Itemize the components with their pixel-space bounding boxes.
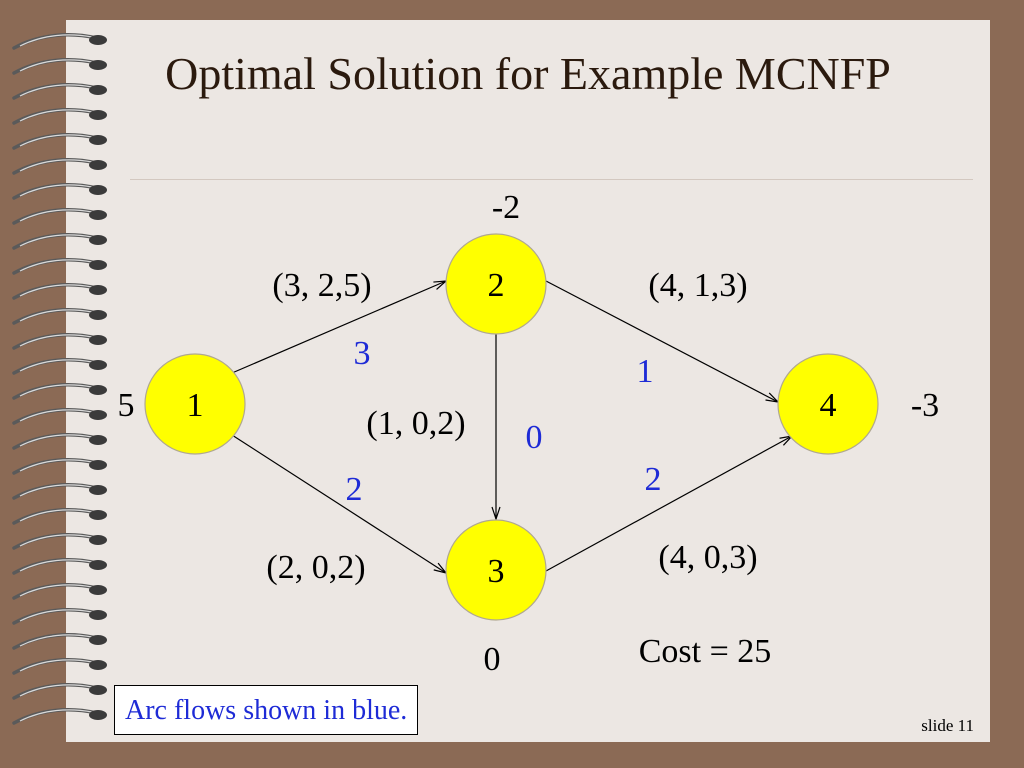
- binding-ring-highlight: [19, 184, 93, 197]
- binding-ring-highlight: [19, 59, 93, 72]
- binding-hole: [89, 285, 107, 295]
- flow-note: Arc flows shown in blue.: [114, 685, 419, 735]
- arc-1-2-params: (3, 2,5): [272, 267, 371, 304]
- binding-hole: [89, 510, 107, 520]
- binding-hole: [89, 710, 107, 720]
- node-1: [144, 353, 246, 455]
- node-2: [445, 233, 547, 335]
- binding-hole: [89, 335, 107, 345]
- binding-ring-highlight: [19, 459, 93, 472]
- spiral-binding: [12, 33, 107, 725]
- arc-2-4-params: (4, 1,3): [648, 267, 747, 304]
- binding-hole: [89, 360, 107, 370]
- binding-hole: [89, 185, 107, 195]
- node-3-supply: 0: [484, 641, 501, 678]
- arc-2-3-params: (1, 0,2): [366, 405, 465, 442]
- binding-hole: [89, 485, 107, 495]
- binding-ring-highlight: [19, 609, 93, 622]
- slide-title: Optimal Solution for Example MCNFP: [165, 48, 891, 99]
- node-3-label: 3: [488, 553, 505, 590]
- binding-ring-highlight: [19, 584, 93, 597]
- binding-ring-highlight: [19, 509, 93, 522]
- node-4-label: 4: [820, 387, 837, 424]
- arc-3-4-flow: 2: [645, 461, 662, 498]
- binding-hole: [89, 685, 107, 695]
- binding-hole: [89, 535, 107, 545]
- title-divider: [130, 179, 973, 180]
- arc-2-3-flow: 0: [526, 419, 543, 456]
- binding-ring-highlight: [19, 434, 93, 447]
- binding-hole: [89, 310, 107, 320]
- binding-ring-highlight: [19, 334, 93, 347]
- node-2-supply: -2: [492, 189, 520, 226]
- binding-hole: [89, 585, 107, 595]
- arc-3-4: [545, 436, 792, 572]
- binding-hole: [89, 235, 107, 245]
- arc-2-4: [545, 280, 778, 402]
- binding-hole: [89, 610, 107, 620]
- binding-hole: [89, 35, 107, 45]
- node-2-label: 2: [488, 267, 505, 304]
- binding-ring-highlight: [19, 684, 93, 697]
- arc-1-3: [231, 434, 446, 573]
- total-cost: Cost = 25: [639, 633, 772, 670]
- binding-ring-highlight: [19, 159, 93, 172]
- binding-hole: [89, 60, 107, 70]
- node-4-supply: -3: [911, 387, 939, 424]
- binding-hole: [89, 160, 107, 170]
- binding-ring-highlight: [19, 384, 93, 397]
- binding-ring-highlight: [19, 359, 93, 372]
- binding-hole: [89, 410, 107, 420]
- binding-ring-highlight: [19, 409, 93, 422]
- node-3: [445, 519, 547, 621]
- binding-hole: [89, 210, 107, 220]
- binding-ring-highlight: [19, 634, 93, 647]
- arc-1-2-flow: 3: [354, 335, 371, 372]
- binding-hole: [89, 635, 107, 645]
- arc-1-3-params: (2, 0,2): [266, 549, 365, 586]
- binding-ring-highlight: [19, 34, 93, 47]
- binding-ring-highlight: [19, 534, 93, 547]
- binding-ring-highlight: [19, 209, 93, 222]
- binding-hole: [89, 135, 107, 145]
- binding-ring-highlight: [19, 309, 93, 322]
- binding-hole: [89, 560, 107, 570]
- binding-hole: [89, 85, 107, 95]
- binding-ring-highlight: [19, 259, 93, 272]
- arc-3-4-params: (4, 0,3): [658, 539, 757, 576]
- arc-2-4-flow: 1: [637, 353, 654, 390]
- binding-ring-highlight: [19, 134, 93, 147]
- binding-ring-highlight: [19, 84, 93, 97]
- binding-ring-highlight: [19, 234, 93, 247]
- node-4: [777, 353, 879, 455]
- node-1-label: 1: [187, 387, 204, 424]
- slide-number: slide 11: [921, 716, 974, 735]
- binding-hole: [89, 260, 107, 270]
- binding-ring-highlight: [19, 484, 93, 497]
- binding-ring-highlight: [19, 659, 93, 672]
- node-1-supply: 5: [118, 387, 135, 424]
- binding-hole: [89, 460, 107, 470]
- binding-ring-highlight: [19, 709, 93, 722]
- arc-1-2: [231, 281, 446, 374]
- binding-hole: [89, 110, 107, 120]
- arc-1-3-flow: 2: [346, 471, 363, 508]
- binding-ring-highlight: [19, 109, 93, 122]
- binding-ring-highlight: [19, 559, 93, 572]
- binding-hole: [89, 435, 107, 445]
- binding-ring-highlight: [19, 284, 93, 297]
- binding-hole: [89, 385, 107, 395]
- binding-hole: [89, 660, 107, 670]
